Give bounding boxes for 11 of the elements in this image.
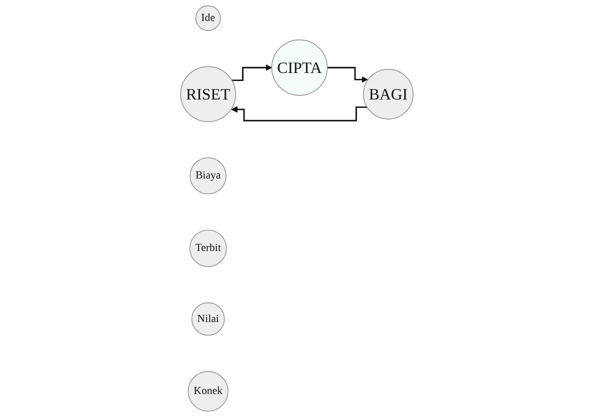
- node-circle: BAGI: [363, 68, 414, 120]
- node-circle: CIPTA: [272, 39, 328, 96]
- node-circle: Biaya: [190, 157, 227, 194]
- node-circle: Nilai: [192, 302, 225, 336]
- node-circle: Terbit: [190, 230, 227, 268]
- arrow: [327, 66, 368, 83]
- node-circle: Konek: [188, 371, 228, 412]
- node-circle: Ide: [196, 5, 221, 31]
- arrow: [231, 106, 368, 122]
- node-circle: RISET: [180, 66, 236, 122]
- arrow: [232, 64, 272, 82]
